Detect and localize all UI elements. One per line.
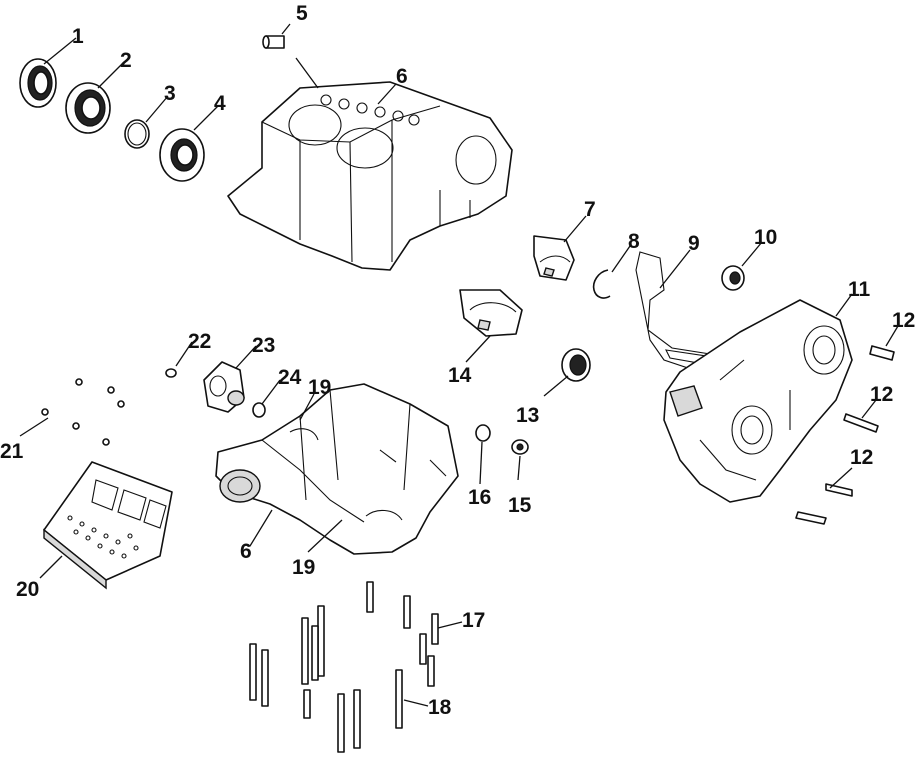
callout-24: 24 — [278, 366, 302, 389]
part-2-bearing — [65, 82, 111, 134]
part-15-fitting — [511, 439, 529, 455]
part-12-bolt-b — [843, 413, 879, 433]
callout-14: 14 — [448, 364, 472, 387]
part-6-lower-crankcase — [215, 383, 459, 555]
part-5-dowel — [262, 35, 285, 49]
callout-2: 2 — [120, 49, 132, 72]
callout-5: 5 — [296, 2, 308, 25]
callout-12-bottom: 12 — [850, 446, 873, 469]
callout-6-lower: 6 — [240, 540, 252, 563]
callout-19-lower: 19 — [292, 556, 315, 579]
callout-11: 11 — [848, 278, 871, 301]
part-12-bolt-a — [869, 345, 895, 361]
callout-4: 4 — [214, 92, 226, 115]
callout-15: 15 — [508, 494, 532, 517]
callout-13: 13 — [516, 404, 539, 427]
part-17-18-studs — [249, 581, 439, 753]
part-22-plug — [165, 368, 177, 378]
callout-19-upper: 19 — [308, 376, 331, 399]
part-3-o-ring — [124, 119, 150, 149]
callout-20: 20 — [16, 578, 39, 601]
callout-labels: 1 2 3 4 5 6 6 7 8 9 10 11 12 12 12 13 14… — [0, 2, 915, 719]
callout-7: 7 — [584, 198, 596, 221]
part-21-plugs — [41, 378, 125, 446]
part-11-side-cover — [663, 299, 853, 503]
callout-23: 23 — [252, 334, 275, 357]
callout-12-top: 12 — [892, 309, 915, 332]
callout-17: 17 — [462, 609, 485, 632]
part-4-seal — [159, 128, 205, 182]
callout-3: 3 — [164, 82, 176, 105]
part-14-bearing-half — [459, 289, 523, 337]
callout-18: 18 — [428, 696, 452, 719]
part-7-bearing-half — [533, 235, 575, 281]
leader-lines — [19, 23, 899, 707]
callout-12-middle: 12 — [870, 383, 893, 406]
callout-22: 22 — [188, 330, 211, 353]
part-16-washer — [475, 424, 491, 442]
callout-9: 9 — [688, 232, 700, 255]
part-10-washer — [721, 265, 745, 291]
part-23-oil-pump — [203, 361, 245, 413]
callout-10: 10 — [754, 226, 777, 249]
part-8-circlip — [592, 269, 611, 299]
part-1-seal — [19, 58, 57, 108]
part-6-upper-crankcase — [227, 81, 513, 271]
callout-21: 21 — [0, 440, 24, 463]
callout-6-upper: 6 — [396, 65, 408, 88]
part-12-bolt-c — [795, 483, 853, 525]
part-20-oil-screen — [43, 461, 173, 590]
callout-1: 1 — [72, 25, 84, 48]
callout-16: 16 — [468, 486, 491, 509]
part-24-o-ring — [252, 402, 266, 418]
part-13-seal — [561, 348, 591, 382]
callout-8: 8 — [628, 230, 640, 253]
